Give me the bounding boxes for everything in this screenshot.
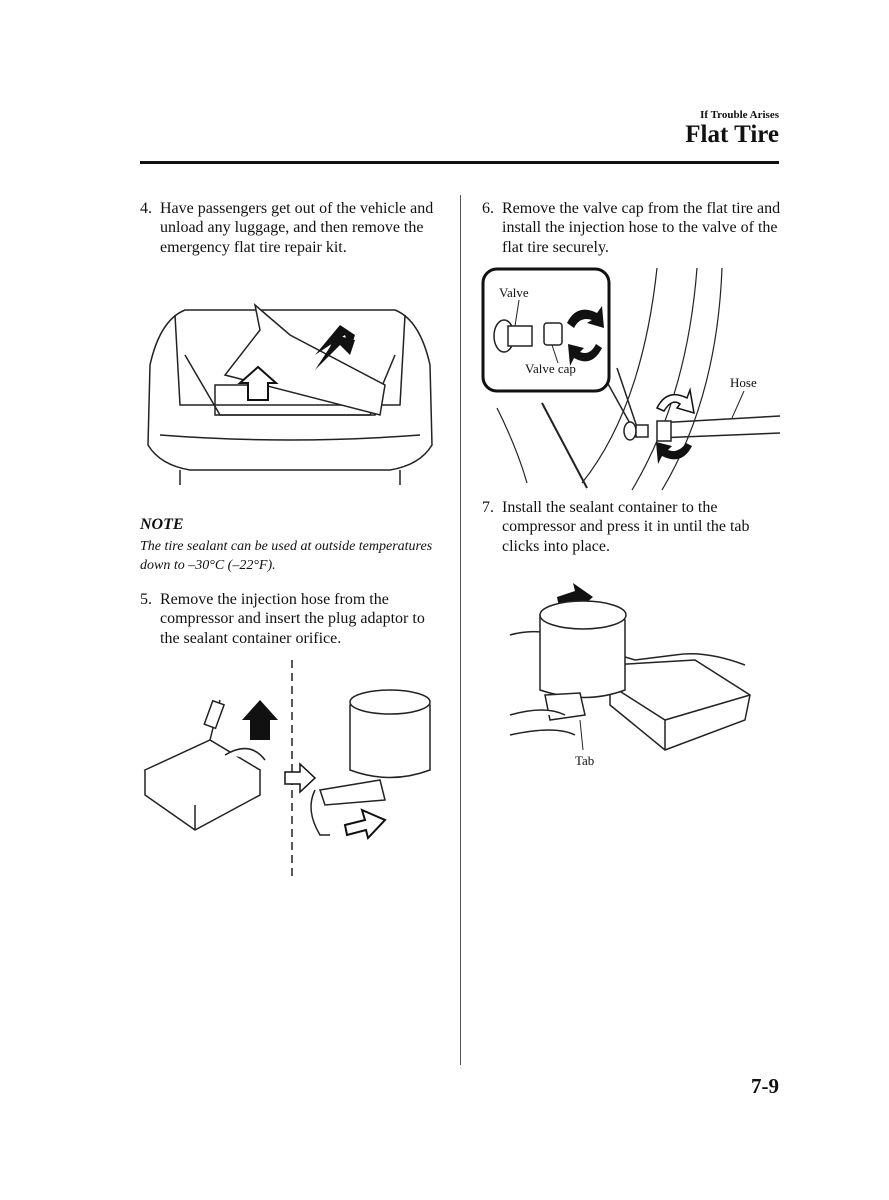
valve-cap-label: Valve cap: [525, 361, 576, 376]
step-text: Install the sealant container to the com…: [502, 499, 750, 555]
step-text: Remove the injection hose from the compr…: [160, 591, 425, 647]
section-title: If Trouble Arises: [700, 109, 779, 121]
page-title: Flat Tire: [685, 121, 779, 148]
step-7: 7. Install the sealant container to the …: [482, 498, 782, 556]
valve-illustration: [481, 267, 781, 491]
tab-label: Tab: [575, 753, 595, 768]
step-text: Remove the valve cap from the flat tire …: [502, 200, 781, 256]
page-number: 7-9: [751, 1074, 779, 1098]
step-number: 6.: [482, 200, 494, 217]
valve-label: Valve: [499, 285, 529, 300]
step-number: 4.: [140, 200, 152, 217]
step-text: Have passengers get out of the vehicle a…: [160, 200, 434, 256]
sealant-container-illustration: [509, 583, 751, 751]
trunk-illustration: [147, 303, 433, 485]
step-number: 7.: [482, 499, 494, 516]
header-rule: [140, 161, 779, 164]
hose-label: Hose: [730, 375, 757, 390]
note-text: The tire sealant can be used at outside …: [140, 539, 433, 573]
step-6: 6. Remove the valve cap from the flat ti…: [482, 199, 782, 257]
step-4: 4. Have passengers get out of the vehicl…: [140, 199, 440, 257]
step-number: 5.: [140, 591, 152, 608]
note-heading: NOTE: [140, 516, 184, 533]
column-divider: [460, 195, 461, 1065]
step-5: 5. Remove the injection hose from the co…: [140, 590, 440, 648]
compressor-hose-illustration: [143, 660, 431, 878]
